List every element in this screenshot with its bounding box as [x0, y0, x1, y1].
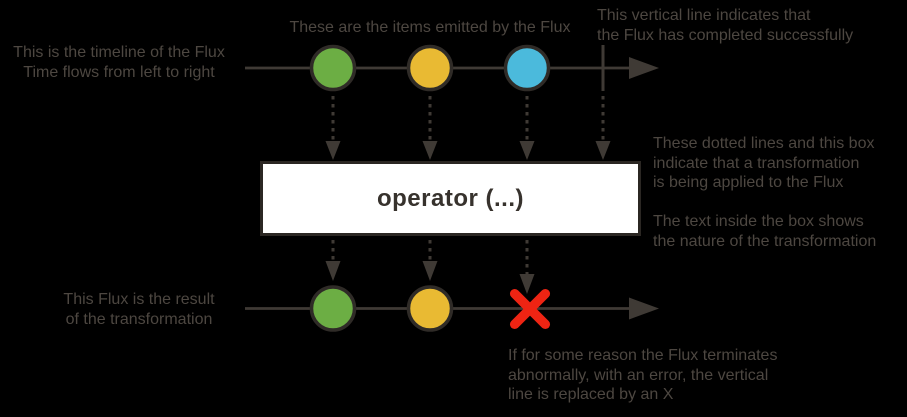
source-marble-blue [503, 44, 551, 92]
result-marble-yellow [406, 285, 454, 332]
annotation-line: indicate that a transformation [653, 154, 860, 172]
dotted-arrowhead-result-error-icon [519, 274, 535, 294]
source-marble-yellow [406, 44, 454, 92]
annotation-complete: This vertical line indicates that the Fl… [597, 6, 853, 45]
annotation-result: This Flux is the result of the transform… [33, 290, 245, 330]
annotation-line: the nature of the transformation [653, 232, 877, 250]
annotation-box-text: The text inside the box shows the nature… [653, 212, 876, 251]
operator-box-label: operator (...) [376, 184, 524, 212]
error-x-icon [509, 288, 551, 330]
annotation-error: If for some reason the Flux terminates a… [508, 346, 777, 405]
annotation-line: The text inside the box shows [653, 213, 864, 230]
error-x-stroke-2 [509, 288, 551, 330]
annotation-line: This vertical line indicates that [597, 7, 811, 24]
annotation-line: line is replaced by an X [508, 386, 674, 403]
dotted-arrowhead-source-2-icon [422, 141, 438, 160]
annotation-timeline: This is the timeline of the Flux Time fl… [0, 43, 238, 83]
dotted-arrowhead-result-1-icon [325, 261, 341, 281]
annotation-transform: These dotted lines and this box indicate… [653, 134, 874, 193]
dotted-arrowhead-source-1-icon [325, 141, 341, 160]
annotation-line: These are the items emitted by the Flux [289, 19, 571, 36]
dotted-arrowhead-source-3-icon [519, 141, 535, 160]
annotation-line: These dotted lines and this box [653, 135, 875, 152]
annotation-line: the Flux has completed successfully [597, 26, 854, 44]
annotation-line: of the transformation [65, 311, 213, 328]
annotation-line: This Flux is the result [63, 291, 215, 308]
dotted-arrowhead-result-2-icon [422, 261, 438, 281]
source-marble-green [309, 44, 357, 92]
annotation-line: is being applied to the Flux [653, 174, 844, 191]
operator-box: operator (...) [260, 161, 641, 236]
annotation-line: If for some reason the Flux terminates [508, 347, 778, 364]
result-marble-green [309, 285, 357, 332]
annotation-line: abnormally, with an error, the vertical [508, 366, 769, 384]
dotted-arrowhead-source-complete-icon [595, 141, 611, 160]
annotation-line: This is the timeline of the Flux [13, 44, 225, 61]
source-timeline-arrowhead-icon [629, 57, 659, 79]
result-timeline-arrowhead-icon [629, 297, 659, 320]
annotation-items: These are the items emitted by the Flux [230, 18, 630, 38]
annotation-line: Time flows from left to right [23, 64, 215, 81]
